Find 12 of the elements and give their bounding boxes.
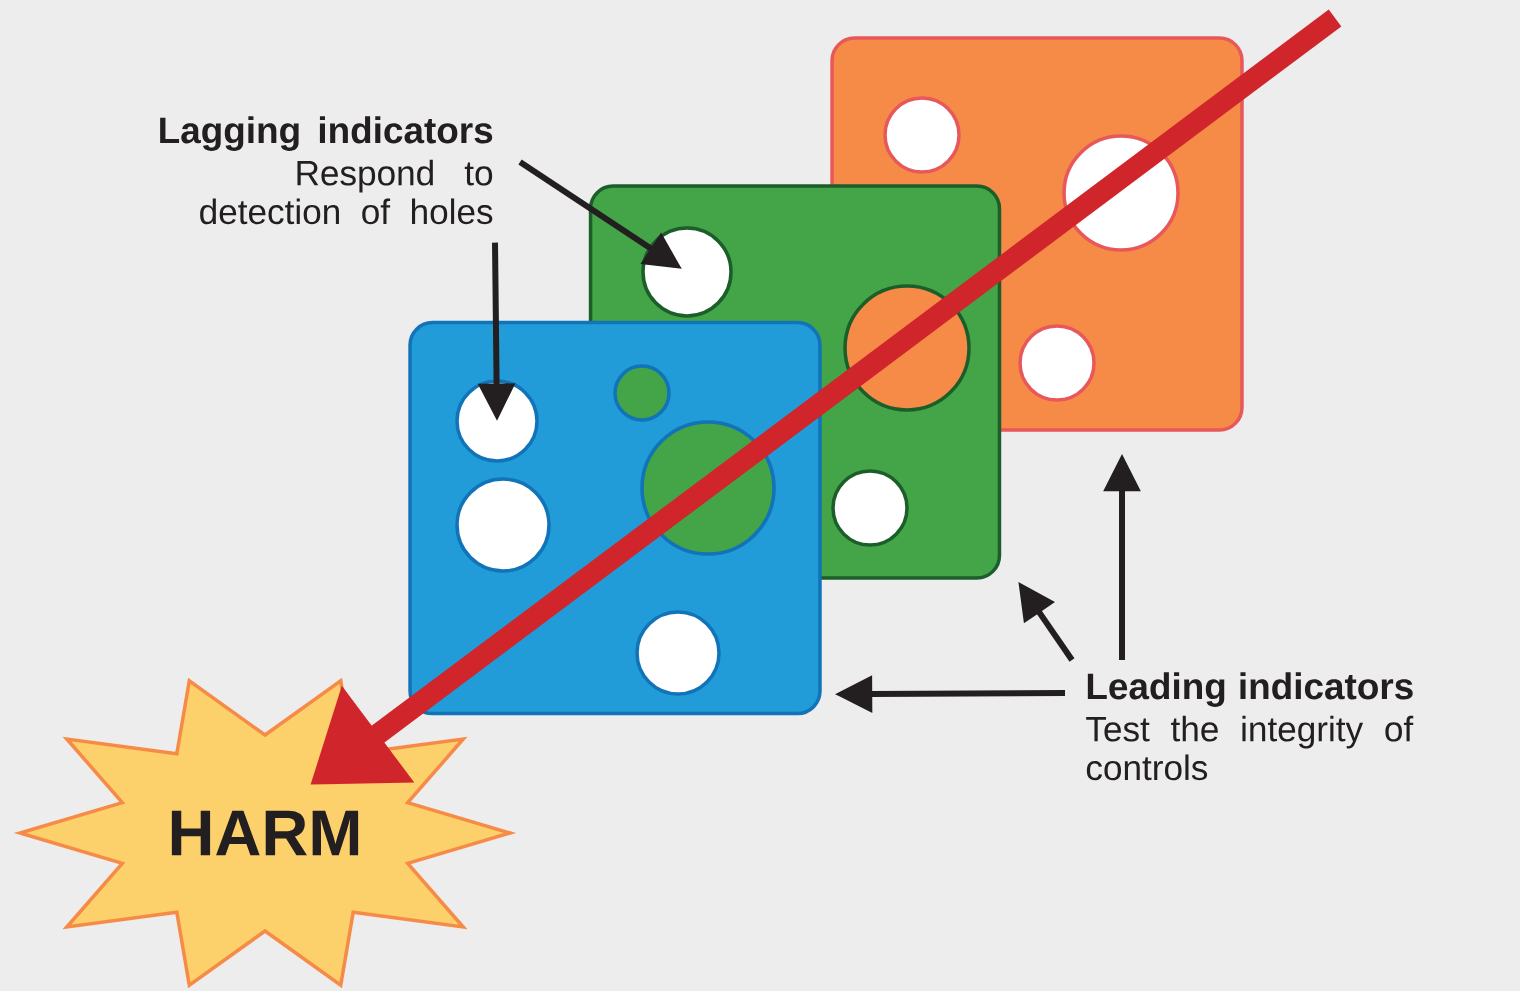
hole — [640, 420, 776, 556]
hole — [1018, 324, 1096, 402]
hole — [613, 364, 671, 422]
hole — [883, 96, 961, 174]
annotation-text: Lagging indicators Respond to detection of holes — [160, 116, 493, 225]
hole — [843, 284, 971, 412]
hole — [1062, 134, 1180, 252]
hole — [831, 469, 909, 547]
annotation-text: Leading indicators Test the integrity of controls — [1086, 672, 1414, 781]
hole — [455, 477, 551, 573]
hole — [635, 610, 721, 696]
hole — [641, 226, 733, 318]
